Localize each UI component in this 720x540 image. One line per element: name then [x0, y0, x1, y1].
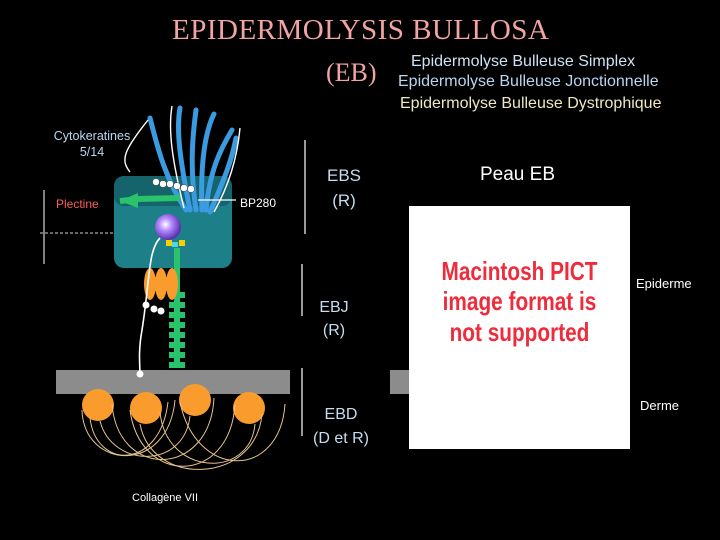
skin-title: Peau EB — [480, 164, 555, 185]
bp280-label: BP280 — [240, 196, 277, 210]
subtype-dystrophique: Epidermolyse Bulleuse Dystrophique — [400, 95, 662, 112]
yellow-marker-2 — [179, 240, 185, 246]
abbreviation: (EB) — [326, 58, 377, 87]
ebj-label: EBJ — [319, 299, 349, 316]
filament-curve — [138, 237, 161, 375]
ebd-label: EBD — [324, 406, 358, 423]
ebs-mode: (R) — [332, 190, 356, 210]
ebj-level-label: EBJ (R) — [308, 296, 360, 342]
cyan-marker — [172, 242, 178, 247]
derme-label: Derme — [640, 398, 680, 413]
basement-membrane-right — [390, 370, 410, 394]
epiderme-label: Epiderme — [636, 276, 692, 291]
plectine-label: Plectine — [56, 197, 99, 211]
ebd-level-label: EBD (D et R) — [296, 403, 386, 451]
anchoring-filament-segments — [169, 292, 185, 368]
lower-dots — [136, 301, 165, 378]
cytokeratines-label: Cytokeratines 5/14 — [53, 129, 131, 160]
collagene-label: Collagène VII — [132, 492, 199, 504]
ebs-label: EBS — [326, 166, 362, 185]
subtype-jonctionnelle: Epidermolyse Bulleuse Jonctionnelle — [398, 73, 659, 90]
integrin-sphere — [155, 214, 181, 240]
ebd-mode: (D et R) — [313, 430, 369, 447]
yellow-marker-1 — [166, 240, 172, 246]
ebs-level-label: EBS (R) — [318, 164, 370, 213]
unsupported-image-placeholder — [409, 206, 630, 449]
slide-title: EPIDERMOLYSIS BULLOSA — [172, 14, 550, 46]
basement-membrane-left — [56, 370, 290, 394]
placeholder-message: Macintosh PICT image format is not suppo… — [441, 256, 598, 347]
keratin-outline — [124, 105, 241, 213]
subtype-simplex: Epidermolyse Bulleuse Simplex — [411, 53, 636, 70]
collagen-vii-circles — [82, 384, 265, 424]
keratin-filaments — [147, 105, 239, 215]
collagen-vii-arcs — [81, 397, 286, 470]
plaque-dots — [152, 178, 195, 193]
ebj-mode: (R) — [322, 322, 346, 340]
